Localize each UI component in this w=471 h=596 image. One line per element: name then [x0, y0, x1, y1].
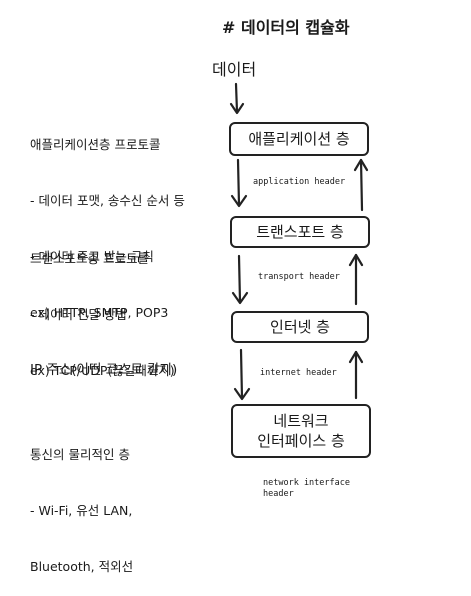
- transport-description: 트랜스포트층 프로토콜 - 데이터 전달 방법 ex) TCP/UDP(끊길때까…: [30, 212, 175, 400]
- transport-layer-label: 트랜스포트 층: [256, 222, 344, 241]
- down-arrow-2: [231, 254, 249, 305]
- application-layer-label: 애플리케이션 층: [248, 129, 350, 148]
- application-header-label: application header: [253, 177, 346, 187]
- description-line: IP 주소(어떤 코스로 갈지): [30, 361, 178, 378]
- down-arrow-data: [229, 82, 245, 115]
- internet-description: IP 주소(어떤 코스로 갈지): [30, 319, 177, 400]
- application-layer-box: 애플리케이션 층: [229, 122, 369, 156]
- network-interface-layer-box: 네트워크 인터페이스 층: [231, 404, 371, 458]
- description-line: 통신의 물리적인 층: [30, 446, 130, 462]
- description-line: - 데이터 포맷, 송수신 순서 등: [30, 192, 185, 208]
- down-arrow-1: [230, 158, 248, 208]
- description-line: Bluetooth, 적외선: [30, 559, 134, 574]
- internet-layer-box: 인터넷 층: [231, 311, 369, 343]
- network-interface-header-label: network interface header: [263, 478, 350, 500]
- network-interface-description: 통신의 물리적인 층 - Wi-Fi, 유선 LAN, Bluetooth, 적…: [30, 408, 133, 596]
- internet-layer-label: 인터넷 층: [270, 317, 330, 336]
- application-description: 애플리케이션층 프로토콜 - 데이터 포맷, 송수신 순서 등 - 데이터 주고…: [30, 98, 185, 342]
- description-line: ex) TCP/UDP(끊길때까지): [30, 363, 175, 378]
- up-arrow-3: [348, 350, 364, 400]
- description-line: 애플리케이션층 프로토콜: [30, 136, 161, 152]
- internet-header-label: internet header: [260, 368, 337, 378]
- diagram-title: # 데이터의 캡슐화: [222, 18, 350, 37]
- description-line: ex) HTTP, SMTP, POP3: [30, 305, 169, 321]
- arrows-layer: [229, 82, 369, 401]
- transport-layer-box: 트랜스포트 층: [230, 216, 370, 248]
- network-interface-layer-label: 네트워크 인터페이스 층: [257, 411, 345, 450]
- up-arrow-1: [353, 158, 369, 212]
- down-arrow-3: [233, 348, 251, 401]
- description-line: - Wi-Fi, 유선 LAN,: [30, 502, 133, 518]
- transport-header-label: transport header: [258, 272, 340, 282]
- description-line: - 데이터 전달 방법: [30, 306, 127, 322]
- description-line: 트랜스포트층 프로토콜: [30, 250, 149, 266]
- data-label: 데이터: [212, 60, 257, 79]
- up-arrow-2: [348, 253, 364, 306]
- description-line: - 데이터 주고 받는 규칙: [30, 249, 154, 264]
